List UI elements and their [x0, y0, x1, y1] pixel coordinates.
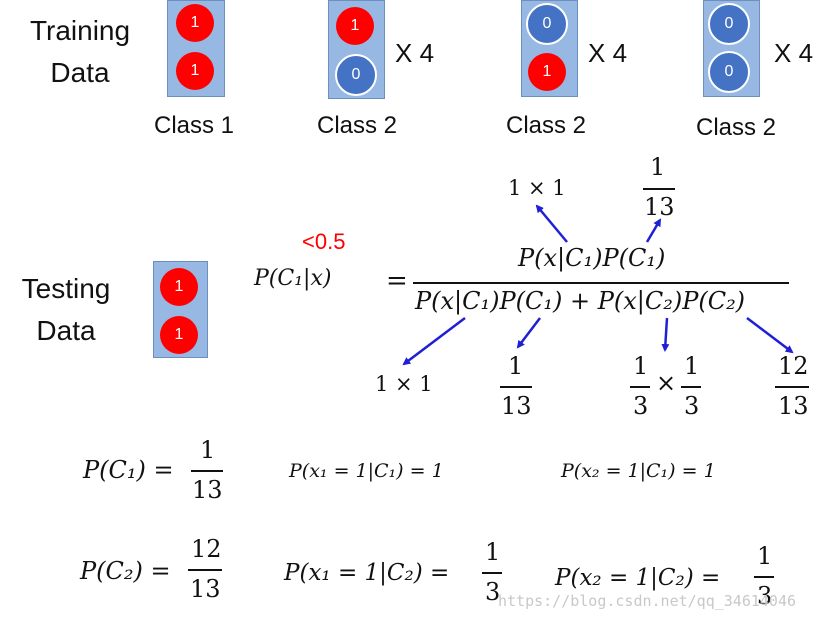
cond-x2-c2-den: 3 [757, 582, 773, 610]
training-label-line2: Data [50, 57, 110, 88]
prior-c2-num: 12 [191, 535, 222, 563]
annotation-prior-num: 1 [650, 153, 666, 181]
arrow-prior [645, 218, 662, 243]
posterior-lhs: P(C₁|x) [254, 266, 332, 291]
formula-numerator: P(x|C₁)P(C₁) [518, 244, 666, 272]
annotation-den-3a-den: 3 [633, 392, 649, 420]
annotation-den-4-bar [775, 386, 809, 388]
formula-denominator: P(x|C₁)P(C₁) + P(x|C₂)P(C₂) [415, 287, 746, 315]
watermark: https://blog.csdn.net/qq_34614046 [498, 592, 797, 610]
arrow-likelihood [535, 204, 568, 243]
testing-label-line1: Testing [21, 273, 111, 304]
prior-c2-lhs: P(C₂) = [80, 557, 171, 585]
annotation-prior-bar [643, 188, 675, 190]
testing-label: Testing Data [12, 268, 120, 352]
ball-blue: 0 [708, 51, 750, 93]
cond-x2-c2-lhs: P(x₂ = 1|C₂) = [555, 565, 721, 591]
ball-blue: 0 [526, 3, 568, 45]
annotation-den-2-bar [500, 386, 532, 388]
annotation-den-3a-num: 1 [633, 352, 649, 380]
cond-x1-c2-num: 1 [485, 538, 501, 566]
prior-c1-den: 13 [192, 476, 223, 504]
annotation-den-3b-den: 3 [684, 392, 700, 420]
ball-red: 1 [160, 316, 198, 354]
ball-red: 1 [528, 53, 566, 91]
annotation-den-3-times: × [656, 369, 677, 397]
ball-red: 1 [336, 7, 374, 45]
ball-red: 1 [176, 52, 214, 90]
ball-blue: 0 [335, 54, 377, 96]
class-label: Class 2 [506, 112, 587, 139]
multiplier-label: X 4 [395, 38, 435, 68]
prior-c2-bar [188, 569, 222, 571]
prior-c1-bar [191, 470, 223, 472]
cond-x1-c2-bar [482, 572, 502, 574]
annotation-prior-den: 13 [644, 193, 675, 221]
training-label: Training Data [24, 10, 136, 94]
annotation-den-3a-bar [630, 386, 650, 388]
annotation-den-4-den: 13 [778, 392, 809, 420]
ball-blue: 0 [708, 3, 750, 45]
cond-x2-c2-num: 1 [757, 542, 773, 570]
prior-c1-num: 1 [200, 436, 216, 464]
annotation-den-3b-bar [681, 386, 701, 388]
cond-x1-c1: P(x₁ = 1|C₁) = 1 [289, 460, 444, 482]
ball-red: 1 [160, 268, 198, 306]
arrow-den-4 [746, 317, 794, 354]
annotation-likelihood: 1 × 1 [508, 176, 566, 200]
posterior-equals: = [386, 266, 408, 296]
cond-x1-c2-den: 3 [485, 578, 501, 606]
arrow-den-1 [402, 317, 466, 366]
class-label: Class 1 [154, 112, 235, 139]
prior-c1-lhs: P(C₁) = [83, 456, 174, 484]
multiplier-label: X 4 [774, 38, 814, 68]
formula-fraction-bar [413, 282, 789, 284]
arrow-den-3 [661, 317, 670, 352]
multiplier-label: X 4 [588, 38, 628, 68]
annotation-den-4-num: 12 [778, 352, 809, 380]
testing-label-line2: Data [36, 315, 96, 346]
result-note: <0.5 [302, 229, 346, 254]
cond-x2-c2-bar [754, 576, 774, 578]
arrow-den-2 [516, 317, 541, 349]
ball-red: 1 [176, 4, 214, 42]
cond-x1-c2-lhs: P(x₁ = 1|C₂) = [284, 560, 450, 586]
class-label: Class 2 [696, 114, 777, 141]
annotation-den-3b-num: 1 [684, 352, 700, 380]
prior-c2-den: 13 [190, 575, 221, 603]
class-label: Class 2 [317, 112, 398, 139]
annotation-den-2-num: 1 [508, 352, 524, 380]
training-label-line1: Training [29, 15, 131, 46]
annotation-den-2-den: 13 [501, 392, 532, 420]
annotation-den-1: 1 × 1 [375, 372, 433, 396]
cond-x2-c1: P(x₂ = 1|C₁) = 1 [561, 460, 716, 482]
